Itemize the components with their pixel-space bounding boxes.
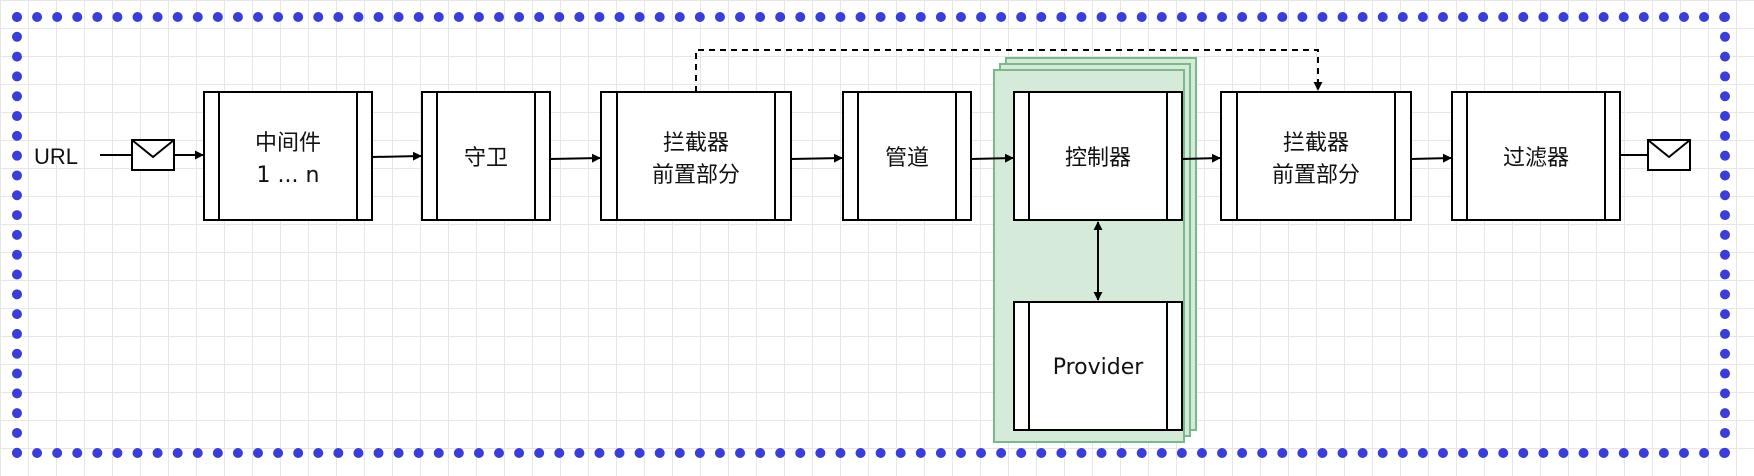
provider-label: Provider: [1053, 355, 1145, 380]
filter-label: 过滤器: [1503, 146, 1569, 171]
envelope-icon: [131, 139, 175, 171]
middleware-label-line1: 中间件: [255, 131, 321, 156]
interceptor-post-label-line1: 拦截器: [1283, 131, 1349, 156]
edge-middleware-to-guard: [371, 151, 422, 161]
edge-guard-to-interceptor-pre: [549, 153, 601, 163]
pipe-label: 管道: [885, 146, 929, 171]
node-guard: 守卫: [421, 91, 551, 221]
interceptor-pre-label-line1: 拦截器: [663, 131, 729, 156]
edge-interceptor-post-to-filter: [1410, 153, 1452, 163]
node-middleware: 中间件 1 ... n: [203, 91, 373, 221]
envelope-icon: [1647, 139, 1691, 171]
edge-controller-to-interceptor-post: [1181, 153, 1221, 163]
interceptor-pre-label-line2: 前置部分: [652, 163, 740, 188]
url-label: URL: [34, 144, 78, 169]
guard-label: 守卫: [464, 146, 508, 171]
middleware-label-line2: 1 ... n: [257, 163, 320, 188]
edge-interceptor-pre-to-pipe: [790, 153, 843, 163]
node-controller: 控制器: [1013, 91, 1183, 221]
node-interceptor-post: 拦截器 前置部分: [1220, 91, 1412, 221]
node-pipe: 管道: [842, 91, 972, 221]
dotted-border-frame: [12, 12, 1730, 458]
edge-interceptor-pre-to-interceptor-post-dashed: [695, 49, 1323, 92]
edge-pipe-to-controller: [970, 153, 1014, 163]
controller-label: 控制器: [1065, 146, 1131, 171]
interceptor-post-label-line2: 前置部分: [1272, 163, 1360, 188]
node-provider: Provider: [1013, 301, 1183, 431]
node-interceptor-pre: 拦截器 前置部分: [600, 91, 792, 221]
node-filter: 过滤器: [1451, 91, 1621, 221]
